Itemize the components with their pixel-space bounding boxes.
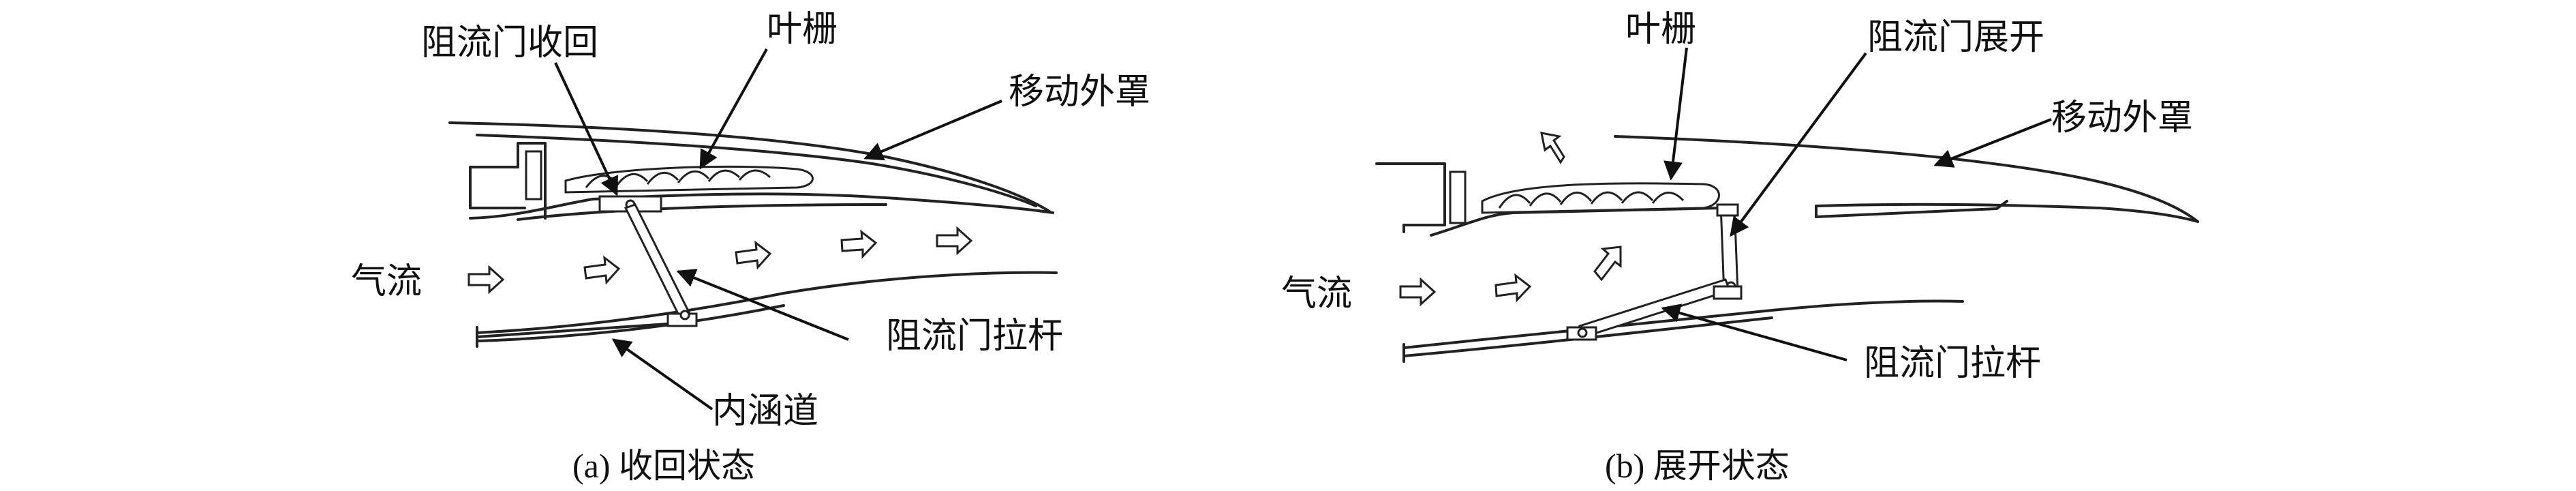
panel-a-leaders	[554, 48, 1002, 411]
panel-a-inner-duct	[476, 271, 1058, 334]
panel-a-outer-nacelle-inner	[476, 134, 1037, 207]
panel-a-duct-outer-wall-lower	[517, 203, 887, 221]
panel-b-label-translating-cowl: 移动外罩	[2051, 98, 2193, 138]
panel-a-caption: (a) 收回状态	[572, 447, 755, 485]
panel-a-label-drag-link: 阻流门拉杆	[886, 316, 1063, 357]
panel-b-inner-duct	[1402, 299, 1964, 349]
panel-b-flow-arrows	[1399, 132, 1622, 307]
panel-a-label-blocker-stowed: 阻流门收回	[421, 23, 598, 63]
panel-a-cascade	[564, 165, 814, 194]
panel-a-label-cascade: 叶栅	[767, 9, 838, 50]
panel-b-label-airflow: 气流	[1281, 273, 1352, 314]
panel-a-stowed: 阻流门收回 叶栅 移动外罩 气流 阻流门拉杆 内涵道 (a) 收回状态	[351, 9, 1150, 485]
panel-a-fixed-structure	[469, 142, 547, 220]
panel-b-label-drag-link: 阻流门拉杆	[1864, 343, 2041, 384]
panel-b-inner-duct-lower	[1402, 316, 1773, 357]
panel-a-label-airflow: 气流	[351, 261, 422, 302]
panel-a-drag-link	[624, 203, 698, 327]
panel-a-inner-duct-lower	[476, 304, 785, 342]
panel-a-outer-nacelle	[448, 121, 1051, 213]
panel-b-drag-link	[1566, 278, 1743, 341]
panel-b-deployed: 叶栅 阻流门展开 移动外罩 气流 阻流门拉杆 (b) 展开状态	[1281, 9, 2199, 485]
panel-b-translating-cowl	[1614, 135, 2199, 223]
panel-b-leaders	[1661, 47, 2052, 361]
panel-b-label-cascade: 叶栅	[1625, 9, 1696, 50]
panel-b-cascade	[1481, 182, 1720, 214]
panel-a-duct-outer-wall	[469, 192, 1054, 220]
panel-a-inner-duct-base	[476, 323, 669, 348]
panel-b-caption: (b) 展开状态	[1605, 447, 1790, 485]
panel-b-translating-cowl-inner	[1815, 203, 2199, 223]
panel-b-label-blocker-deployed: 阻流门展开	[1867, 17, 2044, 58]
panel-b-fixed-structure	[1375, 162, 1467, 233]
panel-a-label-inner-duct: 内涵道	[712, 391, 818, 432]
panel-a-label-translating-cowl: 移动外罩	[1009, 72, 1150, 113]
panel-a-flow-arrows	[467, 226, 973, 295]
panel-b-duct-outer-wall	[1430, 207, 1722, 237]
